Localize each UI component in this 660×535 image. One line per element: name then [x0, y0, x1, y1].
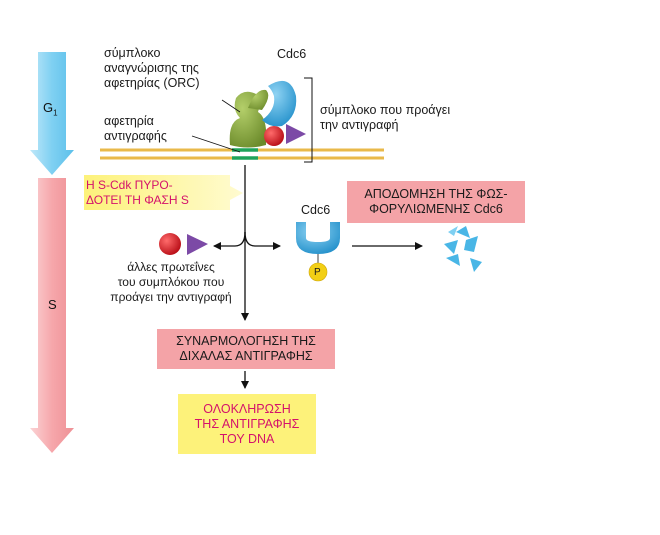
phosphate-label: P — [314, 267, 321, 278]
split-left-curve — [213, 231, 246, 250]
orc-leader-line — [221, 99, 241, 113]
replication-complete-box: ΟΛΟΚΛΗΡΩΣΗ ΤΗΣ ΑΝΤΙΓΡΑΦΗΣ ΤΟΥ DNA — [178, 394, 316, 454]
g1-label-subscript: 1 — [53, 108, 58, 118]
orc-label: σύμπλοκο αναγνώρισης της αφετηρίας (ORC) — [104, 46, 200, 91]
prereplicative-label-line-1: σύμπλοκο που προάγει — [320, 103, 451, 117]
other-proteins-label: άλλες πρωτεΐνες του συμπλόκου που προάγε… — [86, 260, 256, 305]
completion-line-3: ΤΟΥ DNA — [219, 431, 275, 446]
fork-assembly-box: ΣΥΝΑΡΜΟΛΟΓΗΣΗ ΤΗΣ ΔΙΧΑΛΑΣ ΑΝΤΙΓΡΑΦΗΣ — [157, 329, 335, 369]
completion-line-2: ΤΗΣ ΑΝΤΙΓΡΑΦΗΣ — [194, 416, 300, 431]
scdk-line-1: Η S-Cdk ΠΥΡΟ- — [86, 177, 173, 192]
cdc6-top-label: Cdc6 — [277, 47, 307, 61]
cdc6-mid-icon — [296, 222, 340, 254]
red-protein-released-icon — [159, 233, 181, 255]
assembly-line-1: ΣΥΝΑΡΜΟΛΟΓΗΣΗ ΤΗΣ — [176, 334, 316, 348]
orc-label-line-2: αναγνώρισης της — [104, 61, 199, 75]
assembly-line-2: ΔΙΧΑΛΑΣ ΑΝΤΙΓΡΑΦΗΣ — [179, 349, 313, 363]
g1-label-text: G — [43, 100, 54, 115]
cdc6-mid-label: Cdc6 — [301, 203, 331, 217]
phosphate-icon — [308, 262, 328, 282]
prereplicative-label: σύμπλοκο που προάγει την αντιγραφή — [320, 103, 450, 133]
origin-leader-line — [191, 135, 241, 153]
scdk-line-2: ΔΟΤΕΙ ΤΗ ΦΑΣΗ S — [86, 192, 189, 207]
orc-label-line-1: σύμπλοκο — [104, 46, 161, 60]
purple-protein-released-icon — [187, 234, 208, 255]
g1-phase-arrow — [30, 52, 74, 175]
cdc6-top-icon — [262, 80, 297, 127]
other-proteins-line-3: προάγει την αντιγραφή — [110, 290, 232, 304]
s-phase-arrow — [30, 178, 74, 453]
split-right-curve — [244, 231, 281, 250]
prereplicative-bracket — [304, 77, 313, 163]
scdk-box: Η S-Cdk ΠΥΡΟ- ΔΟΤΕΙ ΤΗ ΦΑΣΗ S — [86, 176, 226, 209]
g1-phase-label: G1 — [43, 100, 58, 118]
purple-protein-top-icon — [286, 124, 306, 144]
other-proteins-line-1: άλλες πρωτεΐνες — [127, 260, 215, 274]
scdk-arrow-shape — [84, 175, 243, 210]
s-phase-label: S — [48, 297, 57, 312]
origin-label-line-1: αφετηρία — [104, 114, 154, 128]
origin-label-line-2: αντιγραφής — [104, 129, 167, 143]
degradation-line-1: ΑΠΟΔΟΜΗΣΗ ΤΗΣ ΦΩΣ- — [364, 187, 508, 201]
origin-label: αφετηρία αντιγραφής — [104, 114, 167, 144]
completion-line-1: ΟΛΟΚΛΗΡΩΣΗ — [203, 401, 291, 416]
orc-label-line-3: αφετηρίας (ORC) — [104, 76, 200, 90]
degraded-fragments-icon — [444, 226, 482, 272]
other-proteins-line-2: του συμπλόκου που — [117, 275, 225, 289]
orc-complex-icon — [229, 89, 269, 148]
degradation-line-2: ΦΟΡΥΛΙΩΜΕΝΗΣ Cdc6 — [369, 202, 503, 216]
degradation-box: ΑΠΟΔΟΜΗΣΗ ΤΗΣ ΦΩΣ- ΦΟΡΥΛΙΩΜΕΝΗΣ Cdc6 — [347, 181, 525, 223]
prereplicative-label-line-2: την αντιγραφή — [320, 118, 399, 132]
red-protein-top-icon — [264, 126, 284, 146]
